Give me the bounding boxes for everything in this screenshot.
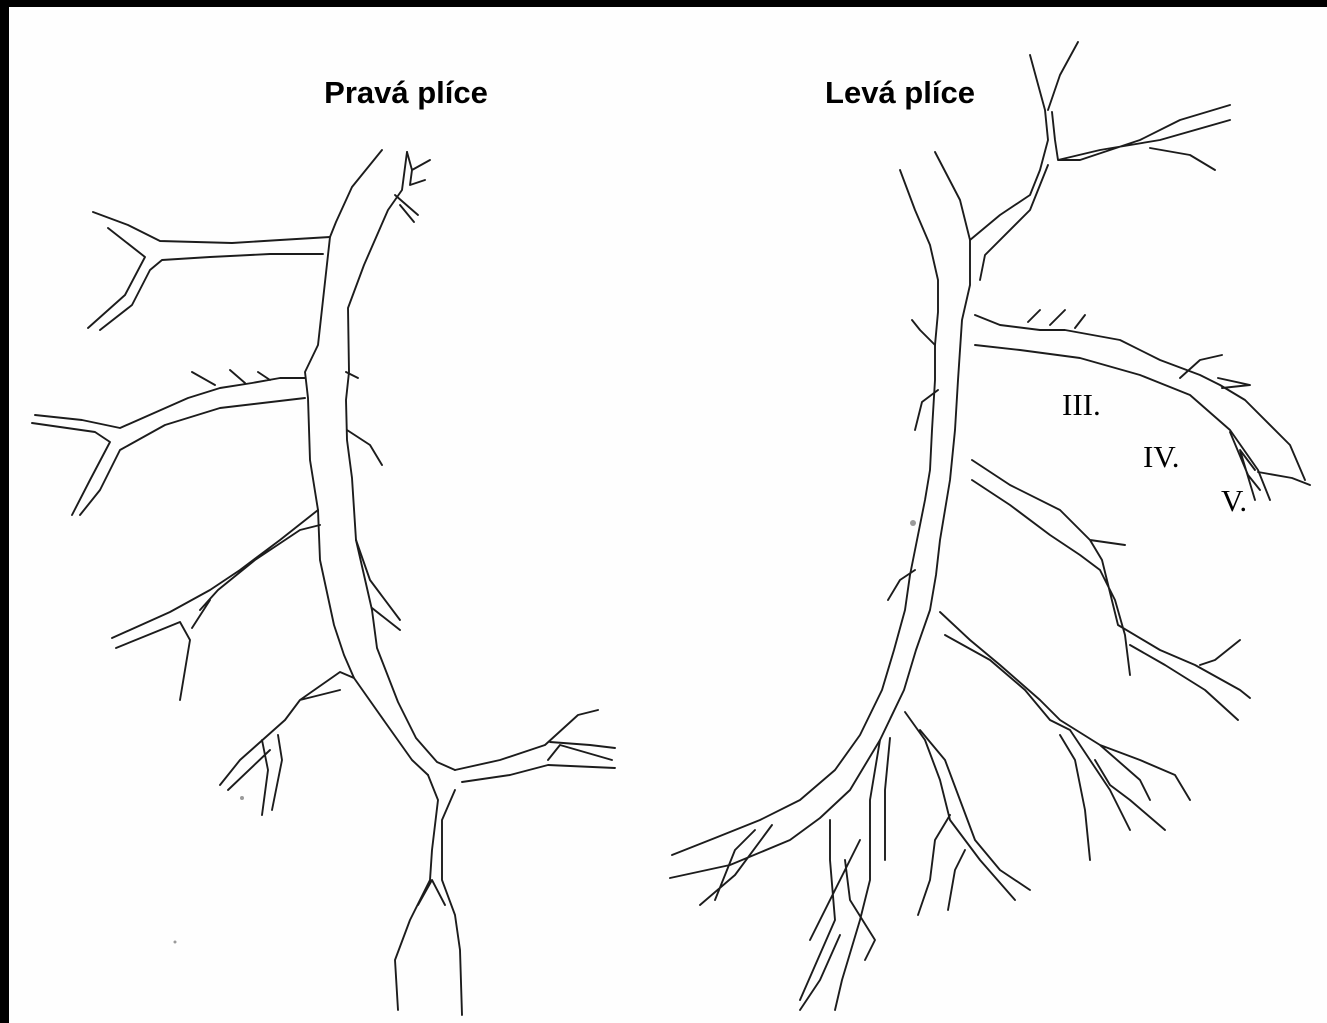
left-branch-III (975, 310, 1305, 500)
right-lung-title: Pravá plíce (324, 75, 488, 110)
left-main-bronchus-left-wall (670, 152, 970, 878)
left-lower-branch (940, 612, 1190, 860)
right-middle-branch (32, 370, 305, 515)
branch-order-label-V: V. (1221, 483, 1247, 518)
left-lung-title: Levá plíce (825, 75, 975, 110)
left-main-bronchus-right-wall (672, 170, 938, 855)
right-lower-branch (112, 510, 320, 700)
right-inferior-basal-branch (395, 775, 462, 1015)
branch-order-label-IV: IV. (1143, 439, 1179, 474)
right-basal-lateral-branch (220, 672, 354, 815)
right-main-bronchus-right-wall (346, 152, 455, 770)
left-basal-branches (700, 712, 1030, 1010)
right-main-bronchus-left-wall (305, 150, 428, 775)
branch-order-label-III: III. (1062, 387, 1101, 422)
right-lung-bronchial-tree (32, 150, 615, 1015)
scan-speck (240, 796, 244, 800)
left-lung-bronchial-tree (670, 42, 1310, 1010)
right-apical-fork (395, 152, 430, 222)
scan-speck (174, 941, 177, 944)
right-inferior-right-fork (455, 710, 615, 782)
right-upper-branch (88, 212, 330, 330)
left-apical-branch (970, 42, 1230, 280)
scan-speck (910, 520, 916, 526)
worksheet-page: Pravá plíce Levá plíce III. IV. V. (9, 7, 1327, 1023)
bronchial-tree-drawing: Pravá plíce Levá plíce III. IV. V. (9, 7, 1327, 1023)
